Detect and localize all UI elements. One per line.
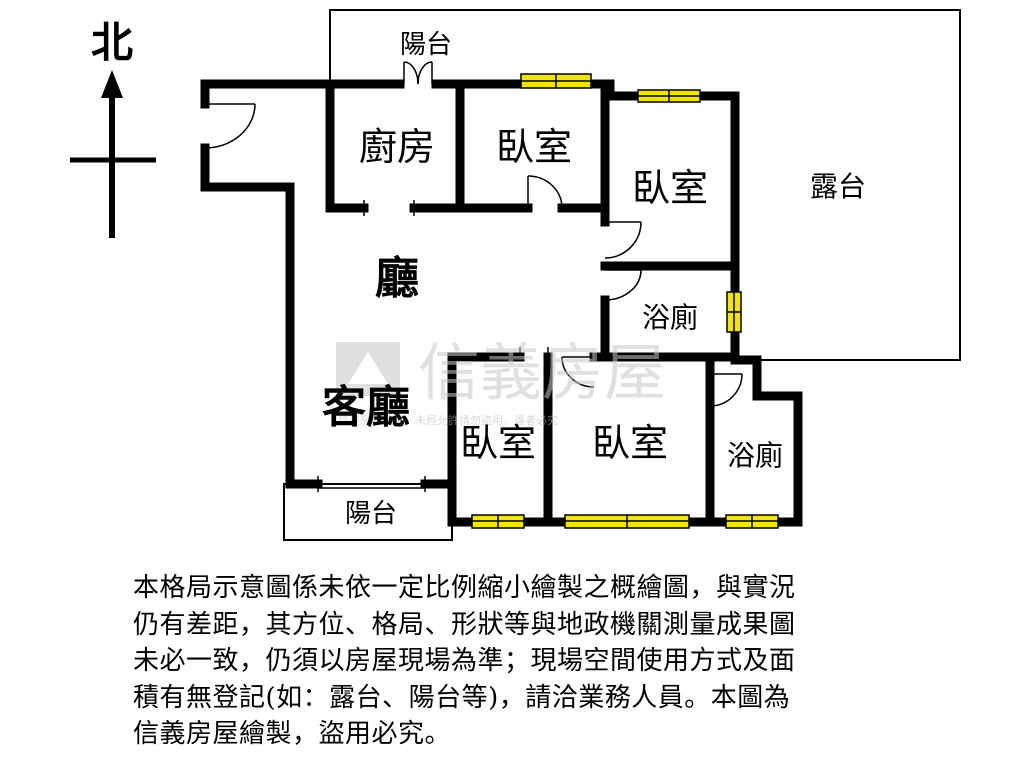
disclaimer-text: 本格局示意圖係未依一定比例縮小繪製之概繪圖，與實況 仍有差距，其方位、格局、形狀… bbox=[133, 570, 923, 753]
room-label-balcony-bottom: 陽台 bbox=[345, 499, 397, 529]
disclaimer-line: 本格局示意圖係未依一定比例縮小繪製之概繪圖，與實況 bbox=[133, 573, 796, 603]
room-label-hall: 廳 bbox=[375, 253, 419, 304]
room-label-bathroom-2: 浴廁 bbox=[727, 439, 783, 472]
window-bedroom1 bbox=[520, 73, 592, 89]
room-label-bedroom-1: 臥室 bbox=[496, 125, 572, 169]
entry-door bbox=[204, 103, 256, 149]
north-arrow-icon bbox=[70, 70, 156, 238]
balcony-bottom-door bbox=[317, 476, 426, 492]
compass: 北 bbox=[70, 18, 156, 238]
bedroom2-door bbox=[604, 221, 642, 259]
disclaimer-line: 積有無登記(如：露台、陽台等)，請洽業務人員。本圖為 bbox=[133, 682, 791, 713]
watermark: 信義房屋 信義房屋繪製，未經允許請勿盜用，違者必究 bbox=[336, 336, 666, 427]
window-bedroom3 bbox=[471, 514, 525, 529]
window-bedroom2 bbox=[637, 89, 701, 103]
window-bathroom2 bbox=[725, 514, 779, 529]
brand-logo-icon bbox=[336, 342, 400, 396]
bedroom3-door bbox=[519, 347, 549, 357]
north-label: 北 bbox=[91, 18, 133, 67]
room-label-bathroom-1: 浴廁 bbox=[642, 301, 698, 334]
disclaimer-line: 未必一致，仍須以房屋現場為準；現場空間使用方式及面 bbox=[133, 646, 796, 676]
room-label-bedroom-3: 臥室 bbox=[460, 421, 536, 465]
floor-plan: 信義房屋 信義房屋繪製，未經允許請勿盜用，違者必究 北 陽台 廚房 臥室 臥室 … bbox=[70, 9, 961, 541]
terrace-outline bbox=[329, 9, 961, 361]
doors bbox=[204, 61, 743, 492]
room-labels: 陽台 廚房 臥室 臥室 露台 廳 浴廁 客廳 臥室 臥室 浴廁 陽台 bbox=[322, 30, 866, 529]
room-label-balcony-top: 陽台 bbox=[400, 30, 452, 60]
disclaimer-line: 仍有差距，其方位、格局、形狀等與地政機關測量成果圖 bbox=[133, 609, 796, 640]
bathroom2-door bbox=[709, 373, 743, 407]
window-bedroom4 bbox=[564, 514, 690, 529]
watermark-brand: 信義房屋 bbox=[418, 336, 666, 409]
room-label-kitchen: 廚房 bbox=[359, 125, 435, 169]
window-bathroom1 bbox=[726, 291, 742, 333]
watermark-notice: 信義房屋繪製，未經允許請勿盜用，違者必究 bbox=[338, 413, 558, 427]
bedroom1-door bbox=[527, 175, 563, 209]
disclaimer-line: 信義房屋繪製，盜用必究。 bbox=[133, 719, 452, 749]
kitchen-door bbox=[363, 200, 415, 216]
bathroom1-door bbox=[604, 269, 642, 301]
room-label-living-room: 客廳 bbox=[322, 382, 410, 433]
room-label-bedroom-2: 臥室 bbox=[632, 166, 708, 210]
windows bbox=[471, 73, 779, 529]
balcony-top-door bbox=[403, 61, 433, 85]
room-label-bedroom-4: 臥室 bbox=[592, 421, 668, 465]
bedroom4-door bbox=[561, 356, 595, 388]
room-label-terrace: 露台 bbox=[810, 170, 866, 203]
